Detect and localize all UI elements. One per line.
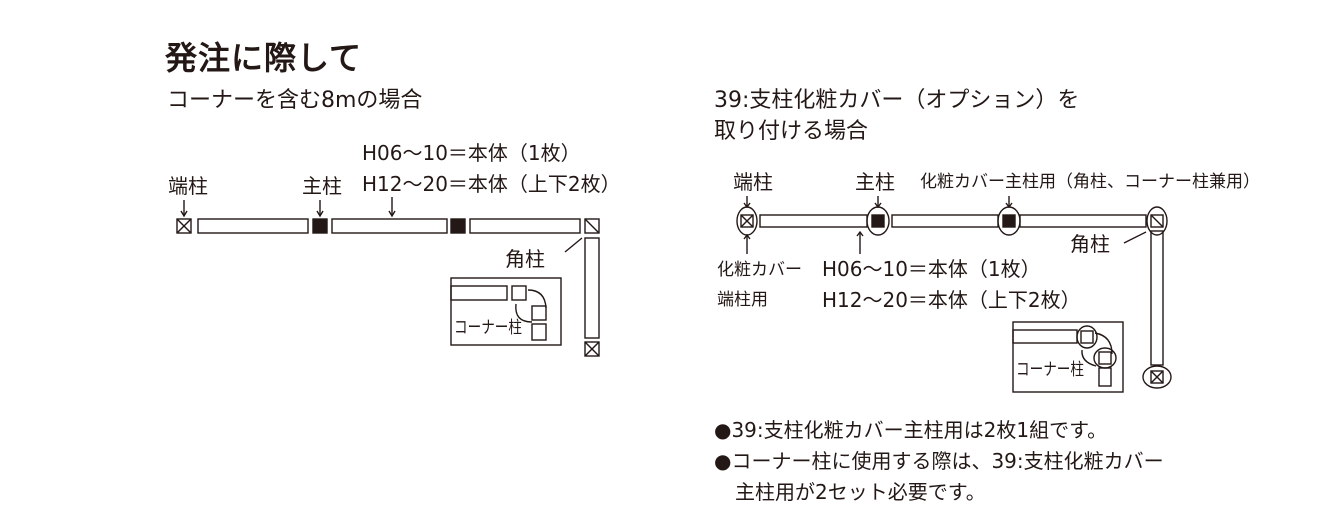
right-cover-end-label-1: 化粧カバー (717, 260, 802, 280)
left-corner-inset (450, 277, 562, 346)
left-main-post-2 (450, 218, 466, 234)
right-panel-vertical (1150, 230, 1164, 366)
page-title: 発注に際して (165, 39, 363, 77)
note-text-2: コーナー柱に使用する際は、39:支柱化粧カバー (731, 449, 1164, 473)
note-bullet-2: ● (714, 449, 732, 473)
left-panel-note-2: H12～20＝本体（上下2枚） (362, 172, 621, 196)
right-subtitle-line-1: 39:支柱化粧カバー（オプション）を (714, 88, 1080, 113)
right-main-post-label: 主柱 (855, 170, 895, 194)
right-corner-inset (1012, 321, 1124, 393)
right-corner-post-arrow (1123, 231, 1147, 244)
right-fence-plan (736, 196, 1172, 393)
left-panel-note-1: H06～10＝本体（1枚） (362, 141, 581, 165)
left-main-post-label: 主柱 (302, 174, 342, 198)
left-main-post-1 (312, 218, 328, 234)
right-inset-label: コーナー柱 (1016, 360, 1084, 380)
right-end-post-cover-icon (736, 206, 758, 236)
left-end-post-label: 端柱 (168, 174, 208, 198)
left-inset-label: コーナー柱 (454, 318, 522, 338)
left-panel-2 (331, 218, 448, 234)
note-line-3: 主柱用が2セット必要です。 (735, 480, 986, 504)
left-bottom-end-post-icon (584, 341, 600, 357)
right-panel-3 (1019, 214, 1147, 228)
left-end-post-icon (176, 218, 192, 234)
right-corner-post-label: 角柱 (1070, 232, 1110, 256)
note-line-1: ●39:支柱化粧カバー主柱用は2枚1組です。 (714, 420, 1107, 440)
right-cover-main-label: 化粧カバー主柱用（角柱、コーナー柱兼用） (920, 172, 1260, 192)
right-cover-end-label-2: 端柱用 (717, 290, 768, 310)
right-main-post-2 (997, 206, 1021, 236)
note-text-1: 39:支柱化粧カバー主柱用は2枚1組です。 (731, 418, 1108, 442)
left-corner-post-icon (584, 218, 600, 234)
right-panel-1 (759, 214, 868, 228)
left-panel-vertical (584, 237, 600, 339)
left-subtitle: コーナーを含む8mの場合 (167, 88, 423, 113)
note-bullet-1: ● (714, 418, 732, 442)
right-corner-post-icon (1146, 206, 1168, 236)
right-panel-note-1: H06～10＝本体（1枚） (822, 257, 1041, 281)
right-main-post-1 (866, 206, 890, 236)
right-panel-note-2: H12～20＝本体（上下2枚） (822, 288, 1081, 312)
left-fence-plan (176, 197, 600, 357)
right-subtitle-line-2: 取り付ける場合 (714, 119, 869, 144)
left-panel-1 (197, 218, 309, 234)
left-corner-post-label: 角柱 (505, 247, 545, 271)
note-line-2: ●コーナー柱に使用する際は、39:支柱化粧カバー (714, 451, 1164, 471)
left-panel-3 (469, 218, 581, 234)
left-corner-post-arrow (564, 237, 583, 253)
right-end-post-label: 端柱 (733, 170, 773, 194)
right-panel-2 (891, 214, 999, 228)
right-bottom-end-post-icon (1142, 365, 1172, 389)
